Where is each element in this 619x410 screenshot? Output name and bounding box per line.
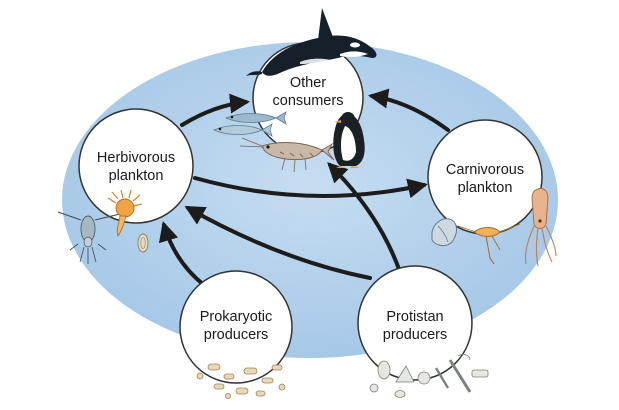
arrow-herbivorous-to-other <box>180 93 250 127</box>
other-consumers-line1: Other <box>290 75 326 91</box>
node-carnivorous-plankton: Carnivorous plankton <box>427 119 543 235</box>
orca-icon <box>246 8 377 76</box>
protist-icon <box>369 353 489 398</box>
arrows <box>158 88 450 287</box>
other-consumers-line2: consumers <box>273 93 344 109</box>
herbivorous-plankton-line1: Herbivorous <box>97 150 175 166</box>
copepod-carnivore-icon <box>457 223 521 265</box>
carnivorous-plankton-line2: plankton <box>458 180 513 196</box>
copepod-icon <box>57 211 121 264</box>
arrow-herbivorous-to-carnivorous <box>193 176 428 199</box>
carnivorous-plankton-line1: Carnivorous <box>446 162 524 178</box>
diatom-icon <box>137 233 149 253</box>
node-herbivorous-plankton: Herbivorous plankton <box>78 108 194 224</box>
penguin-icon <box>333 112 365 168</box>
prokaryotic-producers-line2: producers <box>204 327 268 343</box>
node-other-consumers: Other consumers <box>252 42 364 154</box>
fish-icon <box>212 111 287 137</box>
bacteria-icon <box>196 363 286 399</box>
arrow-protistan-to-other <box>327 162 402 274</box>
protistan-producers-line1: Protistan <box>386 309 443 325</box>
node-prokaryotic-producers: Prokaryotic producers <box>179 270 293 384</box>
protistan-producers-line2: producers <box>383 327 447 343</box>
arrow-protistan-to-herbivorous <box>184 206 372 280</box>
arrow-carnivorous-to-other <box>368 88 450 132</box>
node-protistan-producers: Protistan producers <box>357 265 473 381</box>
squid-icon <box>524 187 557 267</box>
larva-icon <box>107 189 143 237</box>
jellyfish-icon <box>431 218 457 247</box>
herbivorous-plankton-line2: plankton <box>109 168 164 184</box>
arrow-prokaryotic-to-herbivorous <box>158 221 206 287</box>
prokaryotic-producers-line1: Prokaryotic <box>200 309 273 325</box>
krill-icon <box>239 137 335 173</box>
